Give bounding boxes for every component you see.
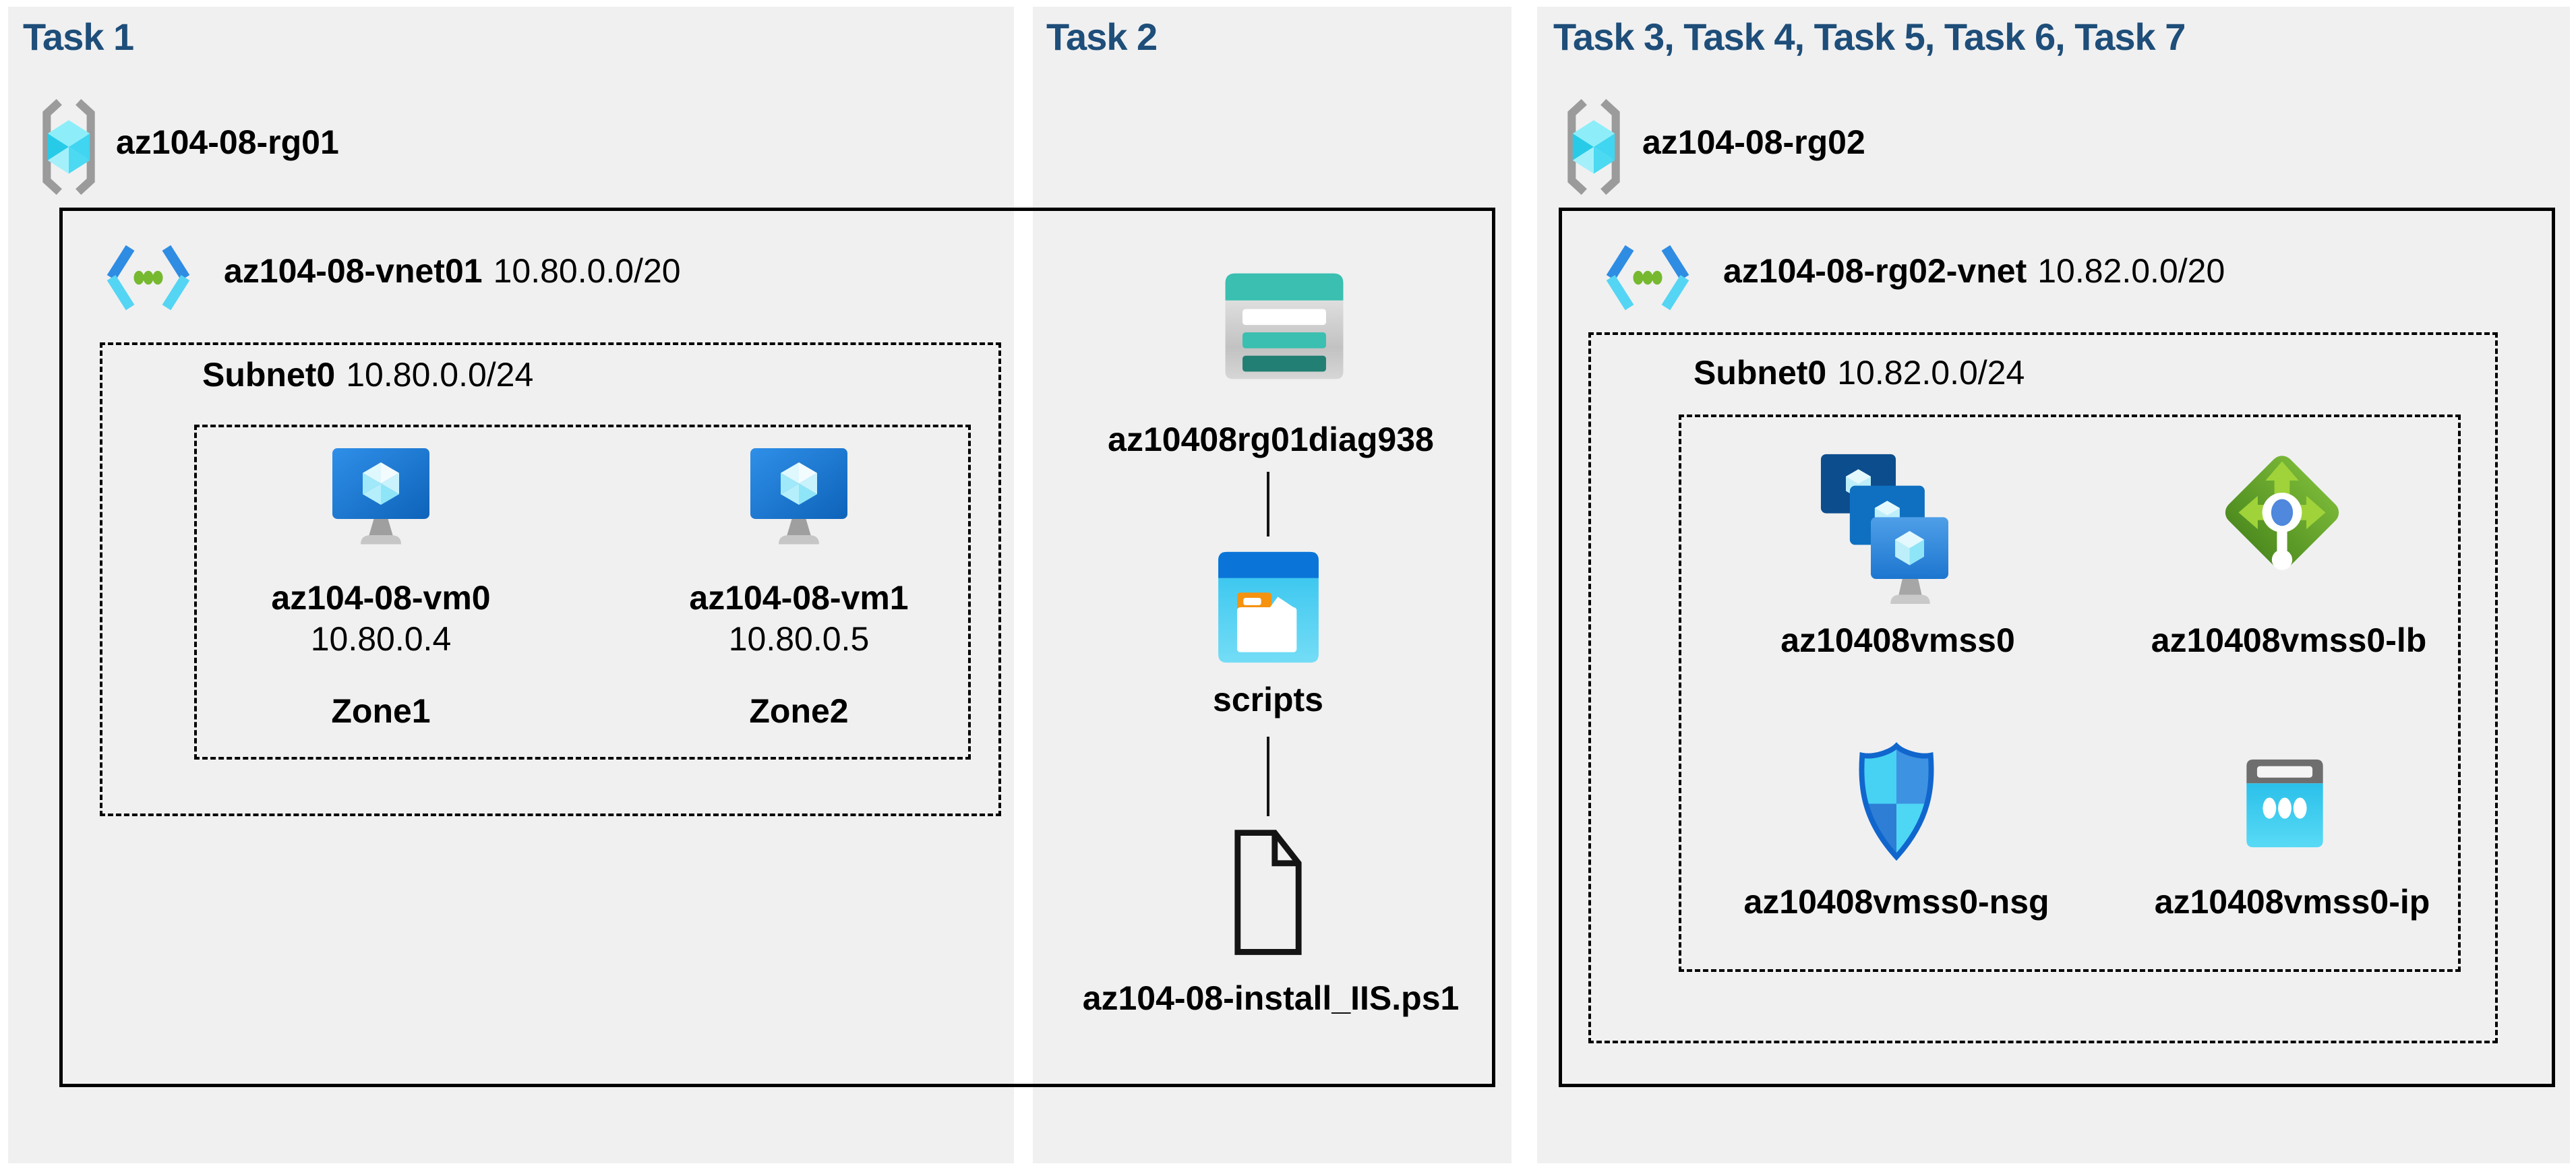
task2-title: Task 2 <box>1046 16 1158 58</box>
vnet1-name: az104-08-vnet01 <box>224 252 483 290</box>
vm1-ip: 10.80.0.5 <box>728 620 870 658</box>
file-icon <box>1234 830 1302 955</box>
task3-title: Task 3, Task 4, Task 5, Task 6, Task 7 <box>1553 16 2186 58</box>
load-balancer-icon <box>2225 456 2339 570</box>
subnet1-name: Subnet0 <box>202 356 336 394</box>
subnet2-label: Subnet0 10.82.0.0/24 <box>1694 356 2025 390</box>
public-ip-name: az10408vmss0-ip <box>2154 883 2430 921</box>
virtual-machine-icon <box>332 448 429 545</box>
vm-zone-box <box>194 425 971 760</box>
resource-group-name: az104-08-rg02 <box>1642 123 1865 161</box>
vnet2-boundary-box <box>1559 208 2555 1087</box>
vnet1-boundary-box <box>59 208 1495 1087</box>
vm0-zone: Zone1 <box>331 692 431 730</box>
vnet2-cidr: 10.82.0.0/20 <box>2037 252 2225 290</box>
vnet2-label: az104-08-rg02-vnet 10.82.0.0/20 <box>1723 254 2225 288</box>
task1-panel <box>8 7 1014 1163</box>
vm1-zone: Zone2 <box>749 692 849 730</box>
storage-account-name: az10408rg01diag938 <box>1108 421 1434 458</box>
resource-group-name: az104-08-rg01 <box>116 123 339 161</box>
vmss-resources-box <box>1679 415 2461 972</box>
vmss-name: az10408vmss0 <box>1780 621 2015 659</box>
vm0-ip: 10.80.0.4 <box>310 620 452 658</box>
vnet1-label: az104-08-vnet01 10.80.0.0/20 <box>224 254 681 288</box>
subnet1-label: Subnet0 10.80.0.0/24 <box>202 358 533 392</box>
vm0-name: az104-08-vm0 <box>271 579 491 617</box>
blob-container-icon <box>1218 551 1319 663</box>
script-file-name: az104-08-install_IIS.ps1 <box>1082 979 1460 1017</box>
subnet2-name: Subnet0 <box>1694 354 1827 392</box>
subnet1-cidr: 10.80.0.0/24 <box>346 356 534 394</box>
connector-storage-to-container <box>1267 472 1269 536</box>
public-ip-icon <box>2246 759 2323 848</box>
resource-group-icon <box>42 98 95 195</box>
load-balancer-name: az10408vmss0-lb <box>2151 621 2427 659</box>
connector-container-to-file <box>1267 737 1269 816</box>
network-security-group-icon <box>1859 742 1934 861</box>
nsg-name: az10408vmss0-nsg <box>1743 883 2049 921</box>
virtual-network-icon <box>1606 245 1689 311</box>
storage-account-icon <box>1225 273 1344 379</box>
vnet1-cidr: 10.80.0.0/20 <box>493 252 681 290</box>
subnet2-box <box>1588 332 2498 1043</box>
subnet1-box <box>100 342 1001 816</box>
task1-title: Task 1 <box>23 16 134 58</box>
vnet2-name: az104-08-rg02-vnet <box>1723 252 2027 290</box>
container-name: scripts <box>1213 681 1323 718</box>
vm1-name: az104-08-vm1 <box>689 579 909 617</box>
virtual-network-icon <box>107 245 190 311</box>
resource-group-icon <box>1567 98 1620 195</box>
virtual-machine-icon <box>750 448 847 545</box>
subnet2-cidr: 10.82.0.0/24 <box>1837 354 2025 392</box>
vm-scale-set-icon <box>1820 454 1948 605</box>
